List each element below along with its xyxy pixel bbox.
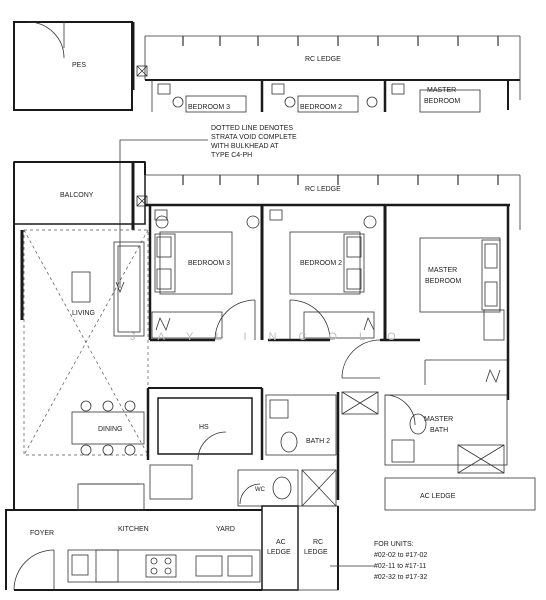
master-bedroom-top-label: MASTER	[427, 87, 456, 94]
rc-ledge-top-label: RC LEDGE	[305, 56, 341, 63]
main-floor-plan	[5, 161, 536, 591]
watermark: JAYLINCOLO	[130, 331, 418, 343]
bedroom2-label: BEDROOM 2	[300, 260, 342, 267]
note-line-3: WITH BULKHEAD AT	[211, 143, 279, 150]
rc-ledge-bottom-label-2: LEDGE	[304, 549, 328, 556]
note-line-1: DOTTED LINE DENOTES	[211, 125, 293, 132]
units-heading: FOR UNITS:	[374, 541, 414, 548]
master-bedroom-top-label-2: BEDROOM	[424, 98, 460, 105]
bedroom3-label: BEDROOM 3	[188, 260, 230, 267]
master-bedroom-label: MASTER	[428, 267, 457, 274]
hs-label: HS	[199, 424, 209, 431]
units-row-2: #02-11 to #17-11	[374, 563, 426, 570]
ac-ledge-bottom-label: AC	[276, 539, 286, 546]
note-line-4: TYPE C4-PH	[211, 152, 252, 159]
rc-ledge-bottom-label: RC	[313, 539, 323, 546]
units-row-1: #02-02 to #17-02	[374, 552, 427, 559]
ac-ledge-right-label: AC LEDGE	[420, 493, 456, 500]
note-line-2: STRATA VOID COMPLETE	[211, 134, 297, 141]
yard-label: YARD	[216, 526, 235, 533]
bedroom3-top-label: BEDROOM 3	[188, 104, 230, 111]
bath2-label: BATH 2	[306, 438, 330, 445]
foyer-label: FOYER	[30, 530, 54, 537]
units-row-3: #02-32 to #17-32	[374, 574, 427, 581]
master-bath-label-2: BATH	[430, 427, 448, 434]
master-bedroom-label-2: BEDROOM	[425, 278, 461, 285]
note-leader	[119, 139, 208, 288]
rc-ledge-mid-label: RC LEDGE	[305, 186, 341, 193]
balcony-label: BALCONY	[60, 192, 94, 199]
pes-label: PES	[72, 62, 86, 69]
upper-floor-fragment	[13, 21, 521, 113]
bedroom2-top-label: BEDROOM 2	[300, 104, 342, 111]
master-bath-label: MASTER	[424, 416, 453, 423]
dining-label: DINING	[98, 426, 123, 433]
living-label: LIVING	[72, 310, 95, 317]
ac-ledge-bottom-label-2: LEDGE	[267, 549, 291, 556]
wc-label: WC	[255, 487, 266, 493]
kitchen-label: KITCHEN	[118, 526, 149, 533]
